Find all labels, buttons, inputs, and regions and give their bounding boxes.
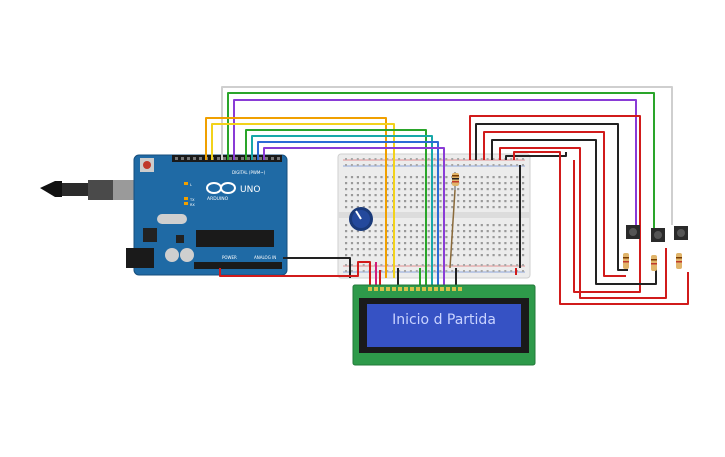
resistor-icon xyxy=(449,172,459,269)
tx-label: TX xyxy=(189,198,195,202)
wire-blue xyxy=(257,141,439,285)
wire-red-2 xyxy=(483,131,626,277)
power-jack xyxy=(126,248,154,268)
wire-black-3 xyxy=(505,152,567,160)
brand-label: ARDUINO xyxy=(207,196,229,202)
board-name: UNO xyxy=(240,185,260,195)
wire-black-1 xyxy=(475,123,628,271)
arduino-logo-icon xyxy=(206,182,236,194)
wire-yellow xyxy=(211,123,395,278)
arduino-board[interactable]: UNO ARDUINO DIGITAL (PWM~) POWER ANALOG … xyxy=(126,154,288,276)
wires xyxy=(205,86,689,305)
wire-purple xyxy=(233,99,637,225)
crystal-oscillator xyxy=(157,214,187,224)
microcontroller-chip xyxy=(196,230,274,247)
potentiometer-icon[interactable] xyxy=(349,207,373,231)
lcd-display[interactable]: Inicio d Partida xyxy=(352,284,536,366)
l-label: L xyxy=(190,183,192,187)
wire-red-1 xyxy=(469,115,641,293)
pushbutton-2-icon[interactable] xyxy=(651,228,665,271)
digital-label: DIGITAL (PWM~) xyxy=(232,170,266,175)
wire-teal xyxy=(251,135,433,285)
wire-purple-2 xyxy=(263,147,445,285)
usb-cable xyxy=(40,180,138,200)
wire-red-5v xyxy=(219,261,371,285)
wire-red-4 xyxy=(513,151,689,305)
lcd-screen xyxy=(367,304,521,347)
wire-orange xyxy=(205,117,387,278)
rx-label: RX xyxy=(190,203,195,207)
wire-black-2 xyxy=(491,139,657,285)
wire-green-2 xyxy=(245,129,427,285)
wire-black-gnd xyxy=(283,257,351,278)
power-analog-header[interactable] xyxy=(194,262,282,269)
power-label: POWER xyxy=(222,255,237,260)
wire-green-1 xyxy=(227,92,655,230)
pushbutton-3-icon[interactable] xyxy=(674,226,688,269)
analog-label: ANALOG IN xyxy=(254,255,276,260)
pushbutton-1-icon[interactable] xyxy=(623,225,640,269)
wire-red-3 xyxy=(499,147,667,299)
lcd-text: Inicio d Partida xyxy=(392,312,496,328)
